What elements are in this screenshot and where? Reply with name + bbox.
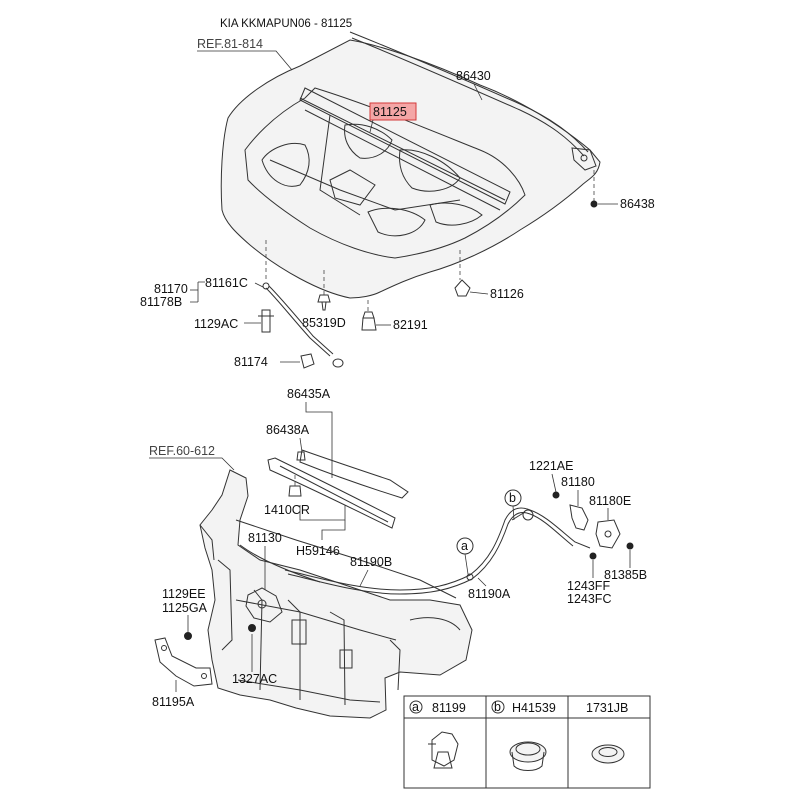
- ref-hood-label[interactable]: REF.81-814: [197, 37, 263, 51]
- clip-85319D[interactable]: [317, 294, 331, 311]
- label-81161C[interactable]: 81161C: [205, 276, 248, 290]
- callout-b[interactable]: b: [504, 489, 522, 507]
- label-1221AE[interactable]: 1221AE: [529, 459, 573, 473]
- label-81126[interactable]: 81126: [490, 287, 524, 301]
- label-81190A[interactable]: 81190A: [468, 587, 511, 601]
- legend-code-1731JB: 1731JB: [586, 701, 628, 715]
- ref-panel-label[interactable]: REF.60-612: [149, 444, 215, 458]
- screw-1129EE[interactable]: [184, 632, 192, 640]
- label-1327AC[interactable]: 1327AC: [232, 672, 277, 686]
- label-86438-top[interactable]: 86438: [620, 197, 655, 211]
- label-81190B[interactable]: 81190B: [350, 555, 392, 569]
- bolt-1129AC[interactable]: [258, 309, 274, 333]
- diagram-title: KIA KKMAPUN06 - 81125: [220, 18, 352, 30]
- bracket-81195A[interactable]: [154, 637, 213, 687]
- legend-code-81199: 81199: [432, 701, 466, 715]
- label-81385B[interactable]: 81385B: [604, 568, 647, 582]
- label-81170[interactable]: 81170: [154, 282, 188, 296]
- svg-text:b: b: [509, 491, 516, 505]
- callout-a[interactable]: a: [456, 537, 474, 555]
- label-82191[interactable]: 82191: [393, 318, 428, 332]
- legend-cell-c[interactable]: 1731JB: [586, 701, 628, 764]
- nut-1410CR[interactable]: [288, 485, 302, 497]
- svg-text:a: a: [461, 539, 468, 553]
- label-81195A[interactable]: 81195A: [152, 695, 195, 709]
- release-lever-81180[interactable]: [569, 504, 589, 531]
- legend-code-H41539: H41539: [512, 701, 556, 715]
- bumper-82191[interactable]: [361, 311, 377, 331]
- label-81130[interactable]: 81130: [248, 531, 282, 545]
- legend-cell-b[interactable]: b H41539: [491, 700, 556, 771]
- svg-text:a: a: [412, 700, 419, 714]
- label-1410CR[interactable]: 1410CR: [264, 503, 310, 517]
- hood-latch-81130[interactable]: [245, 587, 283, 623]
- label-81125[interactable]: 81125: [373, 105, 407, 119]
- legend-table: a 81199 b H41539 1731JB: [403, 695, 651, 789]
- hood-stay-rod[interactable]: [262, 282, 344, 368]
- label-86430[interactable]: 86430: [456, 69, 491, 83]
- label-1125GA[interactable]: 1125GA: [162, 601, 208, 615]
- release-handle-81180E[interactable]: [595, 519, 621, 549]
- label-1129EE[interactable]: 1129EE: [162, 587, 206, 601]
- clip-81385B[interactable]: [626, 542, 634, 550]
- label-85319D[interactable]: 85319D: [302, 316, 346, 330]
- label-1243FF[interactable]: 1243FF: [567, 579, 610, 593]
- label-H59146[interactable]: H59146: [296, 544, 340, 558]
- label-86438A[interactable]: 86438A: [266, 423, 310, 437]
- highlight-box: [369, 102, 417, 121]
- bolt-1327AC[interactable]: [248, 624, 256, 632]
- label-81180E[interactable]: 81180E: [589, 494, 631, 508]
- svg-text:b: b: [494, 700, 501, 714]
- label-81180[interactable]: 81180: [561, 475, 595, 489]
- screw-1243FF[interactable]: [589, 552, 597, 560]
- legend-cell-a[interactable]: a 81199: [409, 700, 466, 769]
- hood-panel[interactable]: [220, 31, 601, 299]
- label-1243FC[interactable]: 1243FC: [567, 592, 611, 606]
- seal-86435A[interactable]: [299, 449, 409, 499]
- label-81174[interactable]: 81174: [234, 355, 268, 369]
- label-1129AC[interactable]: 1129AC: [194, 317, 238, 331]
- bumper-81126[interactable]: [454, 279, 471, 297]
- screw-1221AE[interactable]: [552, 491, 560, 499]
- hood-right-hinge[interactable]: [571, 147, 597, 171]
- stay-grommet-81174[interactable]: [300, 353, 315, 369]
- clip-86438-top[interactable]: [590, 200, 598, 208]
- label-81178B[interactable]: 81178B: [140, 295, 182, 309]
- rail-H59146[interactable]: [267, 457, 396, 529]
- label-86435A[interactable]: 86435A: [287, 387, 331, 401]
